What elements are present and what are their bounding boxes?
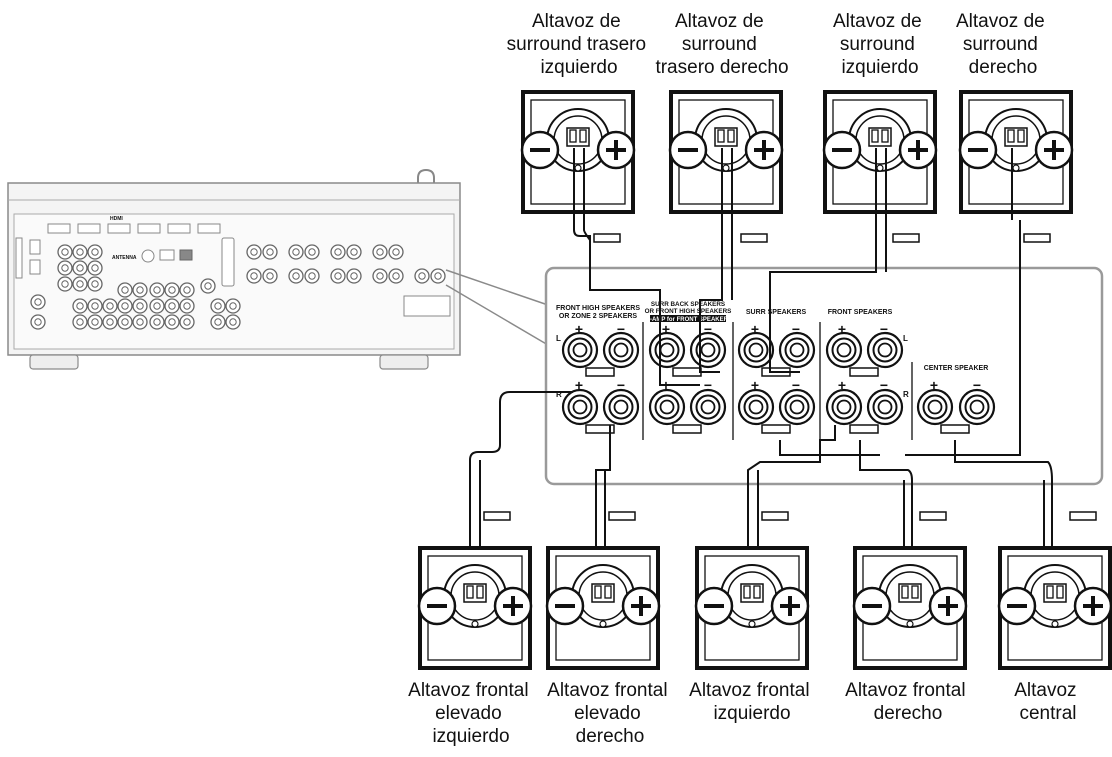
plus-mark: + xyxy=(930,377,938,393)
plus-mark: + xyxy=(751,321,759,337)
plus-mark: + xyxy=(575,321,583,337)
plus-mark: + xyxy=(838,377,846,393)
minus-mark: − xyxy=(704,377,712,393)
minus-mark: − xyxy=(617,321,625,337)
surr-title: SURR SPEAKERS xyxy=(746,309,807,316)
top-speaker-labels: Altavoz de surround trasero izquierdo Al… xyxy=(507,11,1050,78)
label-surround-left: Altavoz de surround izquierdo xyxy=(833,11,927,78)
plus-mark: + xyxy=(575,377,583,393)
speaker-front-high-left xyxy=(417,546,533,670)
label-surround-back-left: Altavoz de surround trasero izquierdo xyxy=(507,11,652,78)
label-surround-right: Altavoz de surround derecho xyxy=(956,11,1050,78)
center-title: CENTER SPEAKER xyxy=(924,365,989,372)
front-title: FRONT SPEAKERS xyxy=(828,309,893,316)
hdmi-label: HDMI xyxy=(110,216,123,222)
av-receiver: HDMI ANTENNA xyxy=(7,168,549,370)
speaker-terminal-panel: FRONT HIGH SPEAKERS OR ZONE 2 SPEAKERS S… xyxy=(544,266,1104,486)
right-channel-mark: R xyxy=(556,390,562,399)
minus-mark: − xyxy=(704,321,712,337)
antenna-label: ANTENNA xyxy=(112,255,137,261)
plus-mark: + xyxy=(838,321,846,337)
label-surround-back-right: Altavoz de surround trasero derecho xyxy=(655,11,788,78)
minus-mark: − xyxy=(880,321,888,337)
speaker-front-left xyxy=(694,546,810,670)
minus-mark: − xyxy=(973,377,981,393)
speaker-center xyxy=(997,546,1112,670)
minus-mark: − xyxy=(617,377,625,393)
left-channel-mark: L xyxy=(903,334,908,343)
label-front-high-left: Altavoz frontal elevado izquierdo xyxy=(408,680,534,747)
left-channel-mark: L xyxy=(556,334,561,343)
label-front-left: Altavoz frontal izquierdo xyxy=(689,680,815,724)
speaker-surround-back-left xyxy=(520,90,636,214)
speaker-front-right xyxy=(852,546,968,670)
label-center: Altavoz central xyxy=(1014,680,1082,724)
surr-back-title-2: OR FRONT HIGH SPEAKERS xyxy=(645,308,732,315)
speaker-front-high-right xyxy=(545,546,661,670)
bottom-speaker-labels: Altavoz frontal elevado izquierdo Altavo… xyxy=(408,680,1082,747)
plus-mark: + xyxy=(662,321,670,337)
minus-mark: − xyxy=(792,377,800,393)
front-high-title-1: FRONT HIGH SPEAKERS xyxy=(556,305,640,312)
label-front-high-right: Altavoz frontal elevado derecho xyxy=(547,680,673,747)
front-high-title-2: OR ZONE 2 SPEAKERS xyxy=(559,313,638,320)
speaker-wires xyxy=(469,148,1053,600)
plus-mark: + xyxy=(751,377,759,393)
surr-back-title-3: BI-AMP for FRONT SPEAKERS xyxy=(644,317,732,323)
minus-mark: − xyxy=(792,321,800,337)
speaker-surround-left xyxy=(822,90,938,214)
bottom-speakers xyxy=(417,546,1112,670)
top-speakers xyxy=(520,90,1074,214)
right-channel-mark: R xyxy=(903,390,909,399)
speaker-surround-back-right xyxy=(668,90,784,214)
surr-back-title-1: SURR BACK SPEAKERS xyxy=(651,301,725,308)
label-front-right: Altavoz frontal derecho xyxy=(845,680,971,724)
minus-mark: − xyxy=(880,377,888,393)
speaker-surround-right xyxy=(958,90,1074,214)
